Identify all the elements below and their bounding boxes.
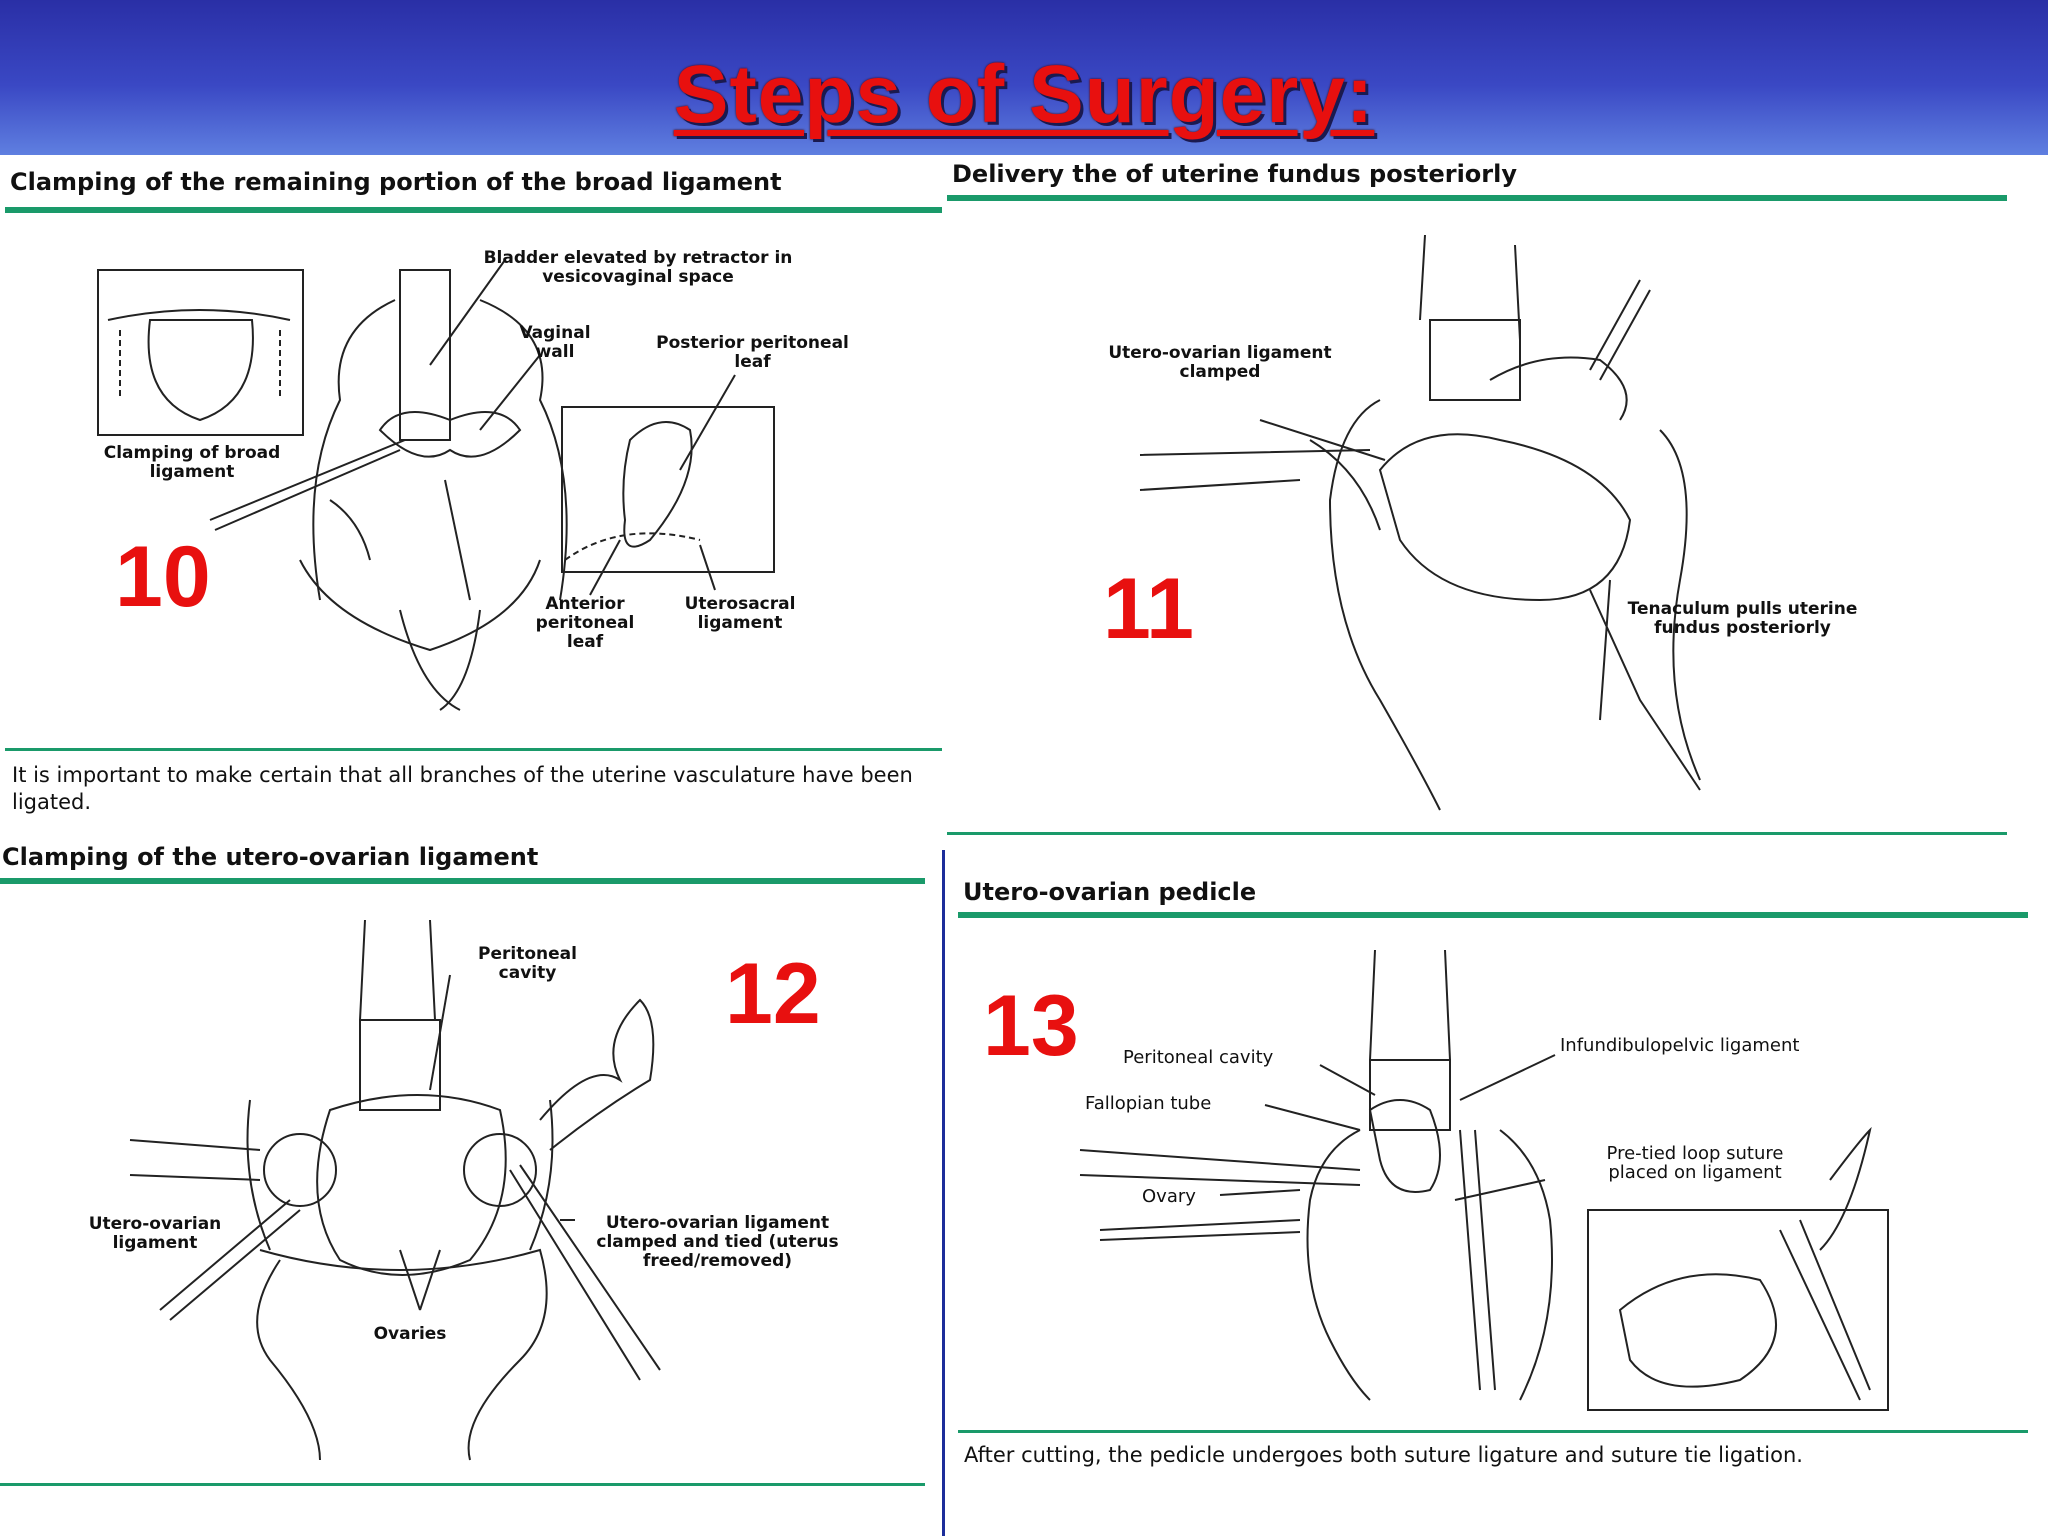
panel-12-bottom-rule [0,1483,925,1486]
label-tenaculum-pulls-fundus: Tenaculum pulls uterine fundus posterior… [1627,599,1858,638]
illustration-step-12 [129,919,661,1461]
panel-13-caption-rule [958,1430,2028,1433]
label-fallopian-tube: Fallopian tube [1085,1093,1212,1114]
panel-11-title-rule [947,195,2007,201]
label-posterior-peritoneal-leaf: Posterior peritoneal leaf [656,333,849,372]
panel-10-title-rule [5,207,942,213]
illustration-step-13 [1079,949,1889,1411]
panel-11-bottom-rule [947,832,2007,835]
label-bladder-elevated: Bladder elevated by retractor in vesicov… [483,248,793,287]
label-peritoneal-cavity-13: Peritoneal cavity [1123,1047,1274,1068]
label-anterior-peritoneal-leaf: Anterior peritoneal leaf [535,594,635,652]
title-banner: Steps of Surgery: [0,0,2048,155]
label-clamping-broad-ligament: Clamping of broad ligament [103,443,281,482]
panel-11-title: Delivery the of uterine fundus posterior… [952,160,1517,188]
label-ligament-clamped-tied: Utero-ovarian ligament clamped and tied … [596,1213,839,1271]
panel-10-title: Clamping of the remaining portion of the… [10,168,782,196]
panel-13-title-rule [958,912,2028,918]
panel-10-caption-rule [5,748,942,751]
panel-12-title: Clamping of the utero-ovarian ligament [2,843,539,871]
panel-12-title-rule [0,878,925,884]
step-number-12: 12 [725,946,821,1042]
panel-10-caption: It is important to make certain that all… [12,763,913,814]
step-number-13: 13 [983,978,1079,1074]
label-infundibulopelvic-ligament: Infundibulopelvic ligament [1560,1035,1800,1056]
illustration-step-11 [1139,234,1701,811]
label-uterosacral-ligament: Uterosacral ligament [684,594,796,633]
panel-divider [942,850,945,1536]
panel-13-caption: After cutting, the pedicle undergoes bot… [964,1443,1803,1467]
step-number-11: 11 [1103,561,1194,657]
slide-title: Steps of Surgery: [673,49,1375,140]
step-number-10: 10 [115,529,211,625]
label-ovary: Ovary [1142,1186,1196,1207]
illustration-step-10 [97,259,775,711]
label-utero-ovarian-ligament: Utero-ovarian ligament [88,1214,222,1253]
panel-13-title: Utero-ovarian pedicle [963,878,1257,906]
label-utero-ovarian-ligament-clamped: Utero-ovarian ligament clamped [1108,343,1332,382]
label-vaginal-wall: Vaginal wall [519,323,591,362]
label-pre-tied-loop-suture: Pre-tied loop suture placed on ligament [1606,1143,1784,1183]
label-peritoneal-cavity: Peritoneal cavity [478,944,577,983]
label-ovaries: Ovaries [373,1324,447,1344]
